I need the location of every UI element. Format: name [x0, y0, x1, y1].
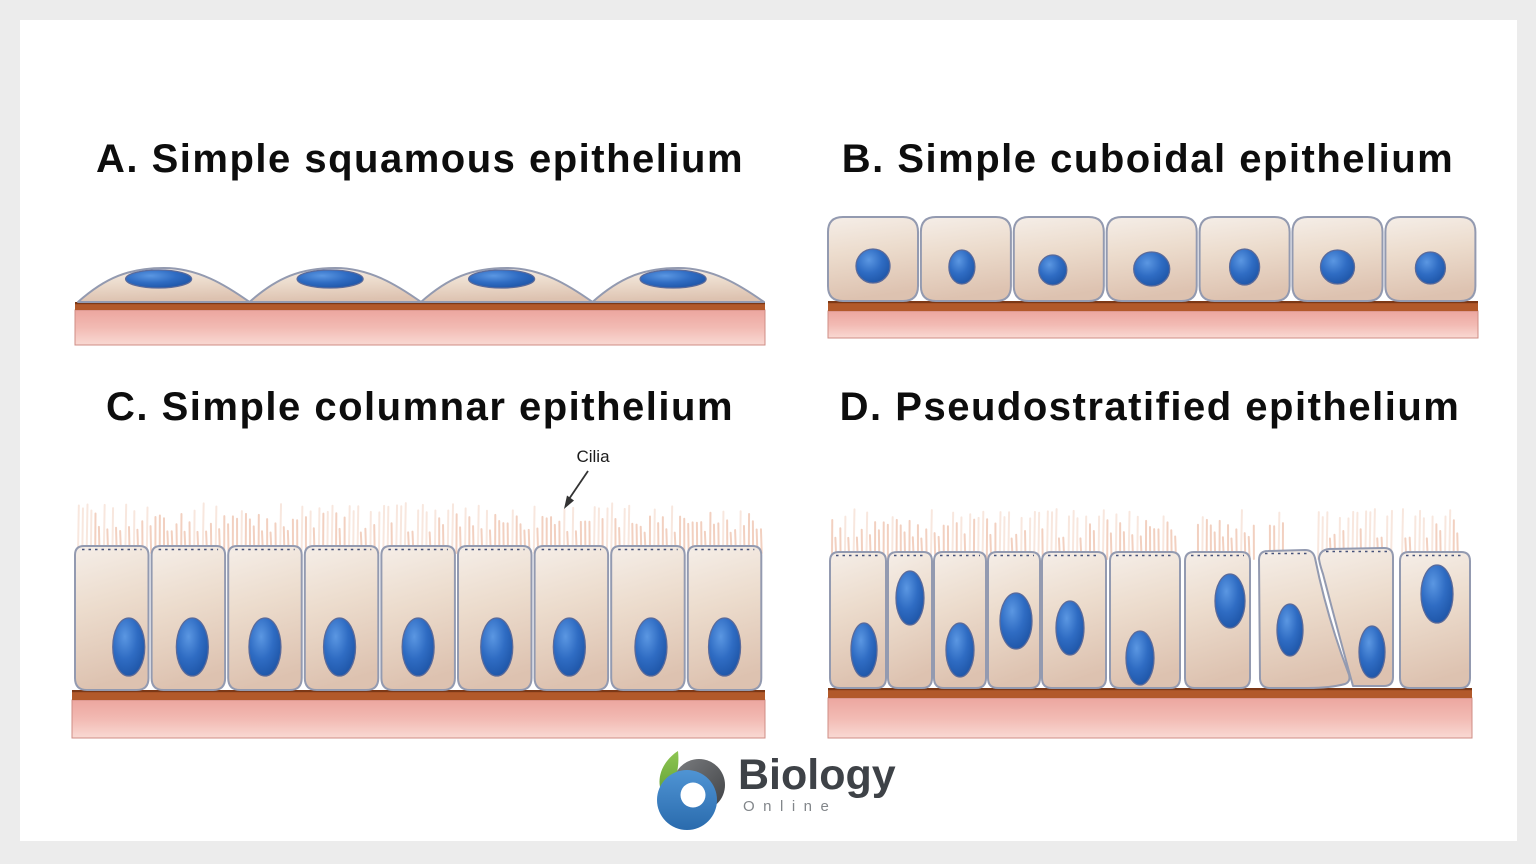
cell-nucleus [480, 617, 514, 677]
cell-nucleus [1228, 248, 1261, 286]
cell-nucleus [1319, 249, 1356, 285]
cell-nucleus [1420, 564, 1454, 624]
biology-online-logo: Biology Online [650, 750, 896, 832]
cell-nucleus [1358, 625, 1386, 679]
cilia-annotation-label: Cilia [576, 447, 610, 466]
cell-nucleus [999, 592, 1033, 650]
panel-d-basement-membrane [828, 688, 1472, 698]
panel-b-basement-tissue [827, 310, 1479, 339]
panel-c-figure [71, 502, 766, 739]
cell-nucleus [945, 622, 975, 678]
cell-nucleus [1414, 251, 1447, 285]
cell-nucleus [124, 269, 193, 289]
cilia-arrow-line [568, 470, 589, 500]
cell-nucleus [401, 617, 435, 677]
panel-a-title: A. Simple squamous epithelium [95, 137, 745, 181]
cell-nucleus [175, 617, 210, 677]
cell-body [1258, 549, 1351, 689]
panel-d-title: D. Pseudostratified epithelium [839, 385, 1461, 429]
cell-nucleus [112, 617, 146, 677]
logo-subtitle: Online [743, 798, 838, 815]
cilia-arrowhead [564, 495, 574, 509]
cell-nucleus [1038, 254, 1068, 286]
biology-online-logo-icon [657, 751, 725, 830]
panel-b-title: B. Simple cuboidal epithelium [841, 137, 1455, 181]
cell-nucleus [248, 617, 282, 677]
cell-nucleus [855, 248, 891, 284]
cell-nucleus [707, 617, 742, 677]
panel-b-figure [827, 216, 1479, 339]
logo-center-hole [680, 782, 706, 808]
cell-nucleus [850, 622, 878, 678]
panel-b-membrane-edge [828, 301, 1478, 304]
cell-nucleus [1133, 251, 1171, 287]
cell-nucleus [895, 570, 925, 626]
panel-d-basement-tissue [827, 697, 1473, 739]
panel-c-membrane-edge [72, 690, 765, 693]
cell-nucleus [552, 617, 586, 677]
cell-nucleus [948, 249, 976, 285]
cell-nucleus [322, 617, 357, 677]
cell-nucleus [1055, 600, 1085, 656]
panel-c-basement-tissue [71, 699, 766, 739]
panel-c-basement-membrane [72, 690, 765, 700]
panel-b-basement-membrane [828, 301, 1478, 311]
cilia-arrow-icon [564, 470, 589, 509]
cell-nucleus [296, 269, 364, 289]
logo-text: Biology Online [738, 750, 896, 815]
panel-c-title: C. Simple columnar epithelium [105, 385, 735, 429]
cell-nucleus [467, 269, 536, 289]
panel-d-membrane-edge [828, 688, 1472, 691]
panel-d-figure [827, 508, 1473, 739]
panel-a-basement-tissue [74, 309, 766, 346]
panel-a-figure [74, 267, 766, 346]
logo-title: Biology [738, 751, 896, 799]
panel-a-basement-membrane [75, 302, 765, 310]
cell-nucleus [634, 617, 668, 677]
cell-nucleus [1276, 603, 1304, 657]
cell-nucleus [639, 269, 707, 289]
cell-nucleus [1125, 630, 1155, 686]
panel-a-membrane-edge [75, 302, 765, 305]
cell-nucleus [1214, 573, 1246, 629]
